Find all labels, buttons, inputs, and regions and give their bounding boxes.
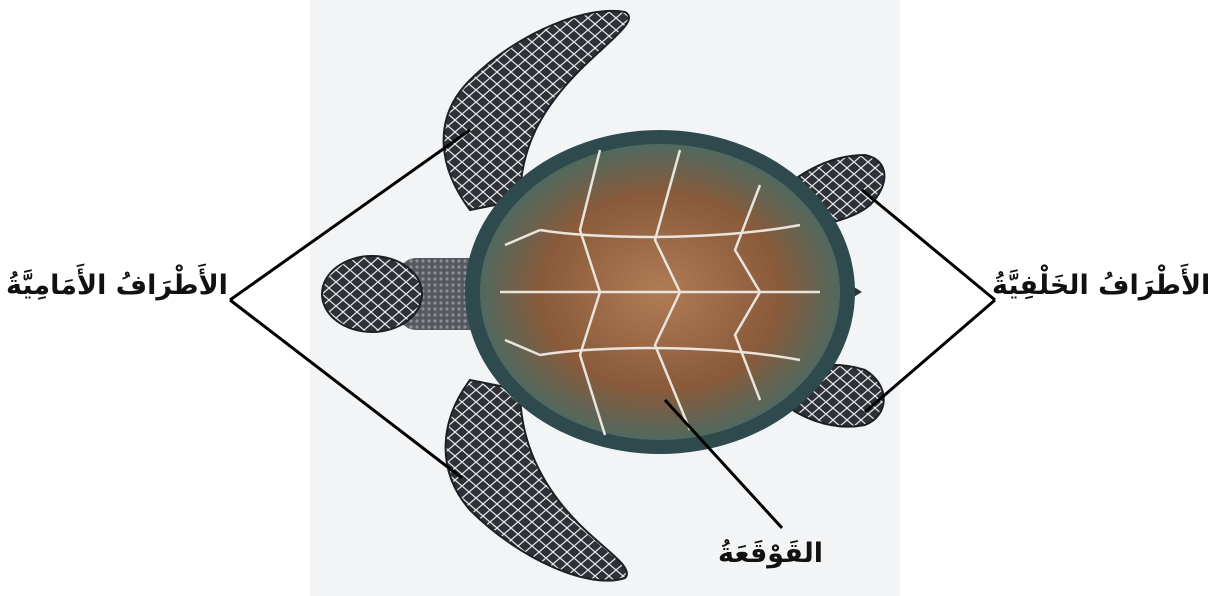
front-limbs-label: الأَطْرَافُ الأَمَامِيَّةُ [6, 272, 228, 299]
hind-limbs-label: الأَطْرَافُ الخَلْفِيَّةُ [992, 272, 1210, 299]
shell-label: القَوْقَعَةُ [718, 540, 823, 567]
head [322, 256, 422, 332]
